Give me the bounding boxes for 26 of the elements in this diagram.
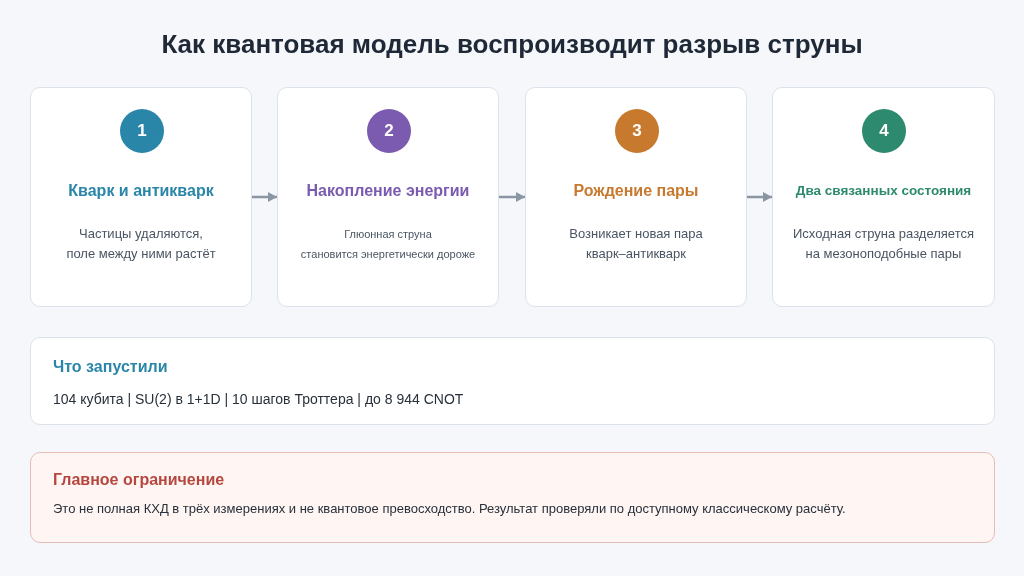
step-description: Глюонная струна становится энергетически дороже (300, 227, 476, 262)
step-card (772, 87, 995, 307)
step-description: Исходная струна разделяется на мезоноподобные пары (793, 225, 974, 263)
panel-text: Это не полная КХД в трёх измерениях и не квантовое превосходство. Результат проверяли по доступному классическому расчёту. (53, 501, 846, 516)
step-card (30, 87, 252, 307)
step-number: 4 (862, 109, 906, 153)
step-card (277, 87, 499, 307)
step-number: 2 (367, 109, 411, 153)
step-description: Возникает новая пара кварк–антикварк (569, 225, 703, 263)
step-title: Два связанных состояния (795, 182, 972, 200)
arrow (747, 192, 772, 202)
step-title: Кварк и антикварк (68, 181, 214, 201)
panel-text: 104 кубита | SU(2) в 1+1D | 10 шагов Троттера | до 8 944 CNOT (53, 391, 464, 407)
arrow (499, 192, 525, 202)
title: Как квантовая модель воспроизводит разрыв струны (161, 28, 863, 61)
step-description: Частицы удаляются, поле между ними растёт (66, 225, 216, 263)
warning-panel (30, 452, 995, 543)
step-card (525, 87, 747, 307)
panel-title: Главное ограничение (53, 470, 225, 490)
step-number: 3 (615, 109, 659, 153)
info-panel (30, 337, 995, 425)
step-number: 1 (120, 109, 164, 153)
panel-title: Что запустили (53, 357, 168, 377)
arrow (252, 192, 277, 202)
step-title: Рождение пары (573, 181, 699, 201)
step-title: Накопление энергии (306, 181, 470, 201)
